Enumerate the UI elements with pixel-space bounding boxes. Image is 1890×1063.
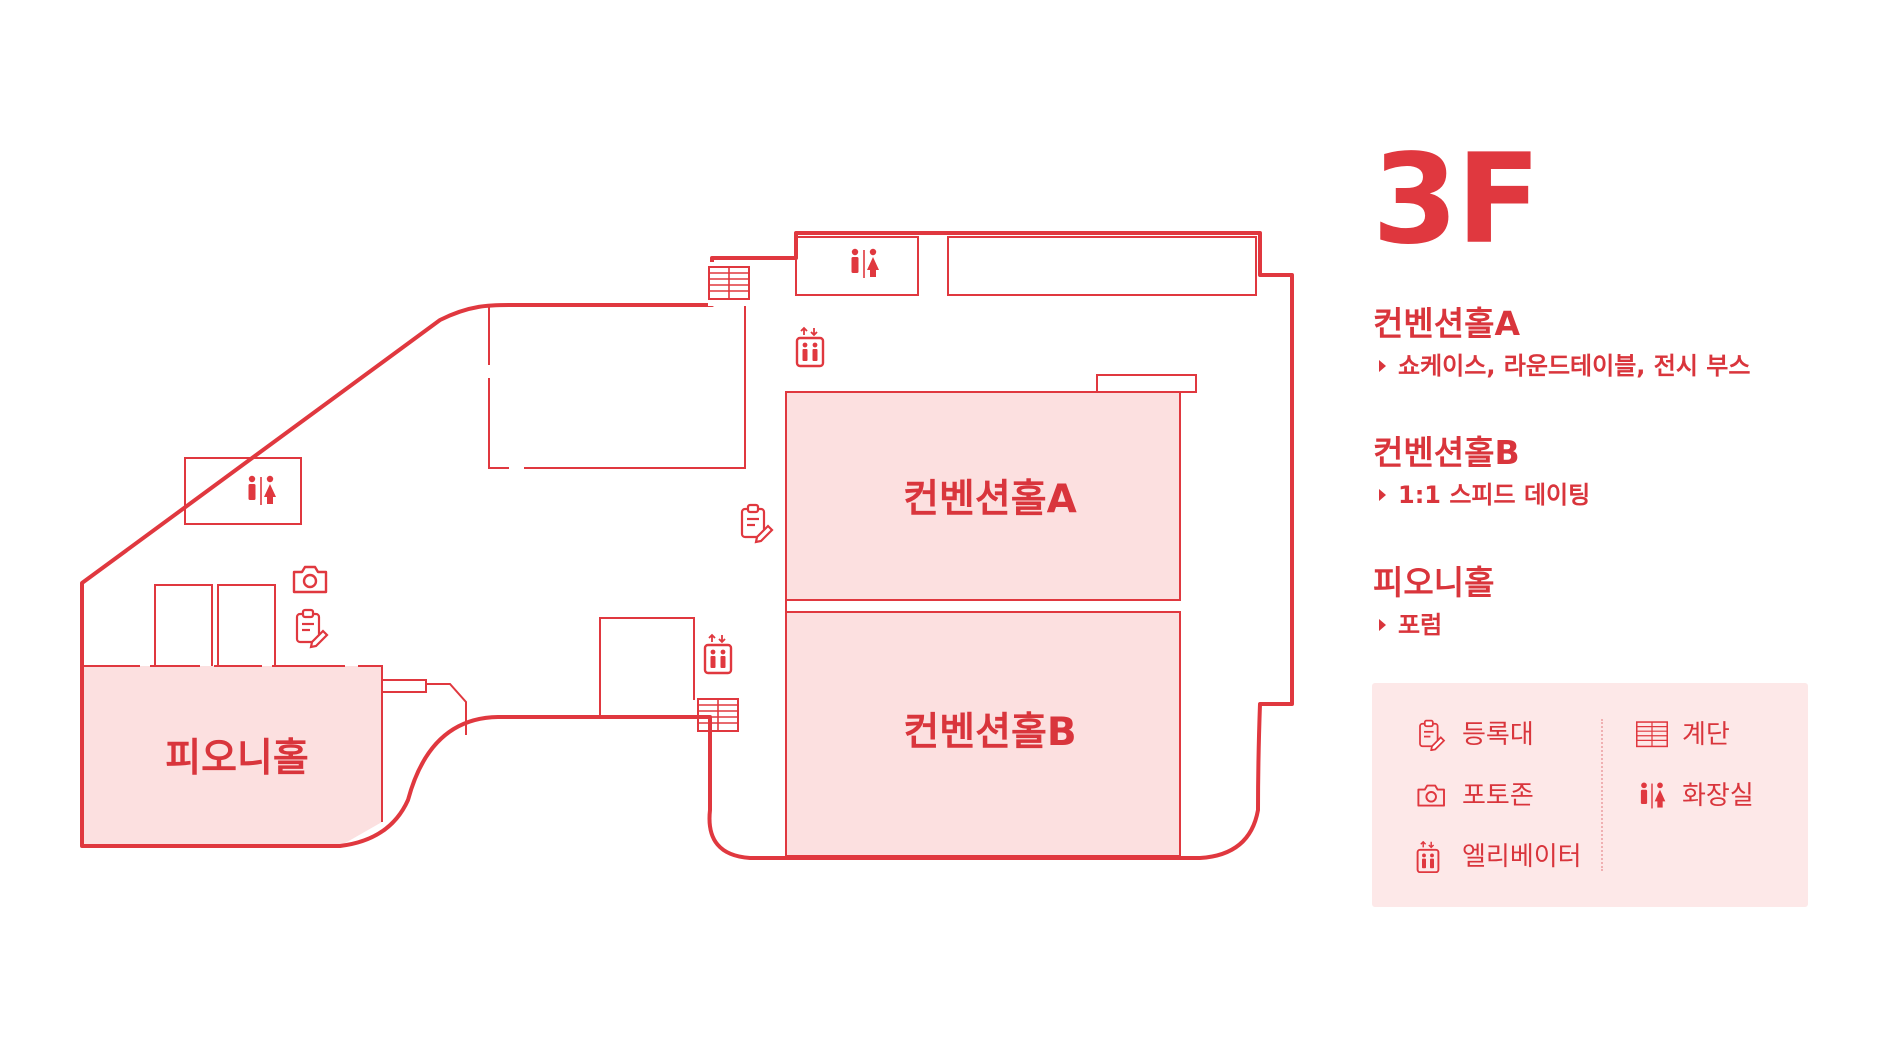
info-hall-a-desc: 쇼케이스, 라운드테이블, 전시 부스 [1398, 352, 1751, 380]
legend-registration: 등록대 [1416, 717, 1534, 753]
stairs-icon [1636, 721, 1668, 748]
info-pioni-desc: 포럼 [1398, 611, 1443, 639]
legend-elevator-label: 엘리베이터 [1462, 842, 1582, 872]
pioni-hall-label: 피오니홀 [165, 736, 309, 781]
legend-restroom-label: 화장실 [1682, 781, 1754, 811]
interior-walls [82, 236, 1257, 822]
registration-icon [740, 503, 774, 544]
legend-divider [1601, 719, 1603, 871]
info-hall-b: 컨벤션홀B 1:1 스피드 데이팅 [1373, 436, 1590, 507]
restroom-icon [1640, 781, 1667, 810]
legend-photo-label: 포토존 [1462, 781, 1534, 811]
convention-hall-b [785, 611, 1181, 857]
camera-icon [1417, 784, 1445, 807]
info-hall-b-name: 컨벤션홀B [1373, 433, 1520, 472]
info-hall-b-desc: 1:1 스피드 데이팅 [1398, 481, 1591, 509]
elevator-icon [1416, 841, 1440, 873]
restroom-icon [850, 248, 880, 279]
bullet-triangle-icon [1379, 360, 1386, 372]
legend-box: 등록대 포토존 엘리베이터 계단 화장실 [1372, 683, 1808, 907]
camera-icon [292, 565, 328, 594]
elevator-icon [703, 633, 733, 675]
info-pioni-desc-row: 포럼 [1373, 613, 1494, 637]
convention-hall-a [785, 391, 1181, 601]
floor-title: 3F [1372, 128, 1541, 272]
info-hall-a-desc-row: 쇼케이스, 라운드테이블, 전시 부스 [1373, 354, 1750, 378]
info-hall-a-name: 컨벤션홀A [1373, 304, 1520, 343]
registration-icon [295, 608, 329, 649]
info-pioni-name: 피오니홀 [1373, 563, 1495, 602]
legend-stairs-label: 계단 [1682, 720, 1730, 750]
restroom-icon [247, 474, 277, 506]
legend-stairs: 계단 [1636, 717, 1730, 753]
bullet-triangle-icon [1379, 619, 1386, 631]
elevator-icon [795, 326, 825, 368]
pioni-hall [82, 666, 382, 846]
legend-restroom: 화장실 [1636, 778, 1754, 814]
legend-elevator: 엘리베이터 [1416, 839, 1582, 875]
bullet-triangle-icon [1379, 489, 1386, 501]
floor-plan-map: 컨벤션홀A 컨벤션홀B 피오니홀 [80, 231, 1294, 860]
legend-registration-label: 등록대 [1462, 720, 1534, 750]
info-hall-a: 컨벤션홀A 쇼케이스, 라운드테이블, 전시 부스 [1373, 307, 1750, 378]
registration-icon [1419, 719, 1445, 751]
info-pioni: 피오니홀 포럼 [1373, 566, 1494, 637]
legend-photo: 포토존 [1416, 778, 1534, 814]
convention-hall-a-label: 컨벤션홀A [903, 477, 1077, 522]
info-hall-b-desc-row: 1:1 스피드 데이팅 [1373, 483, 1590, 507]
convention-hall-b-label: 컨벤션홀B [903, 710, 1076, 755]
